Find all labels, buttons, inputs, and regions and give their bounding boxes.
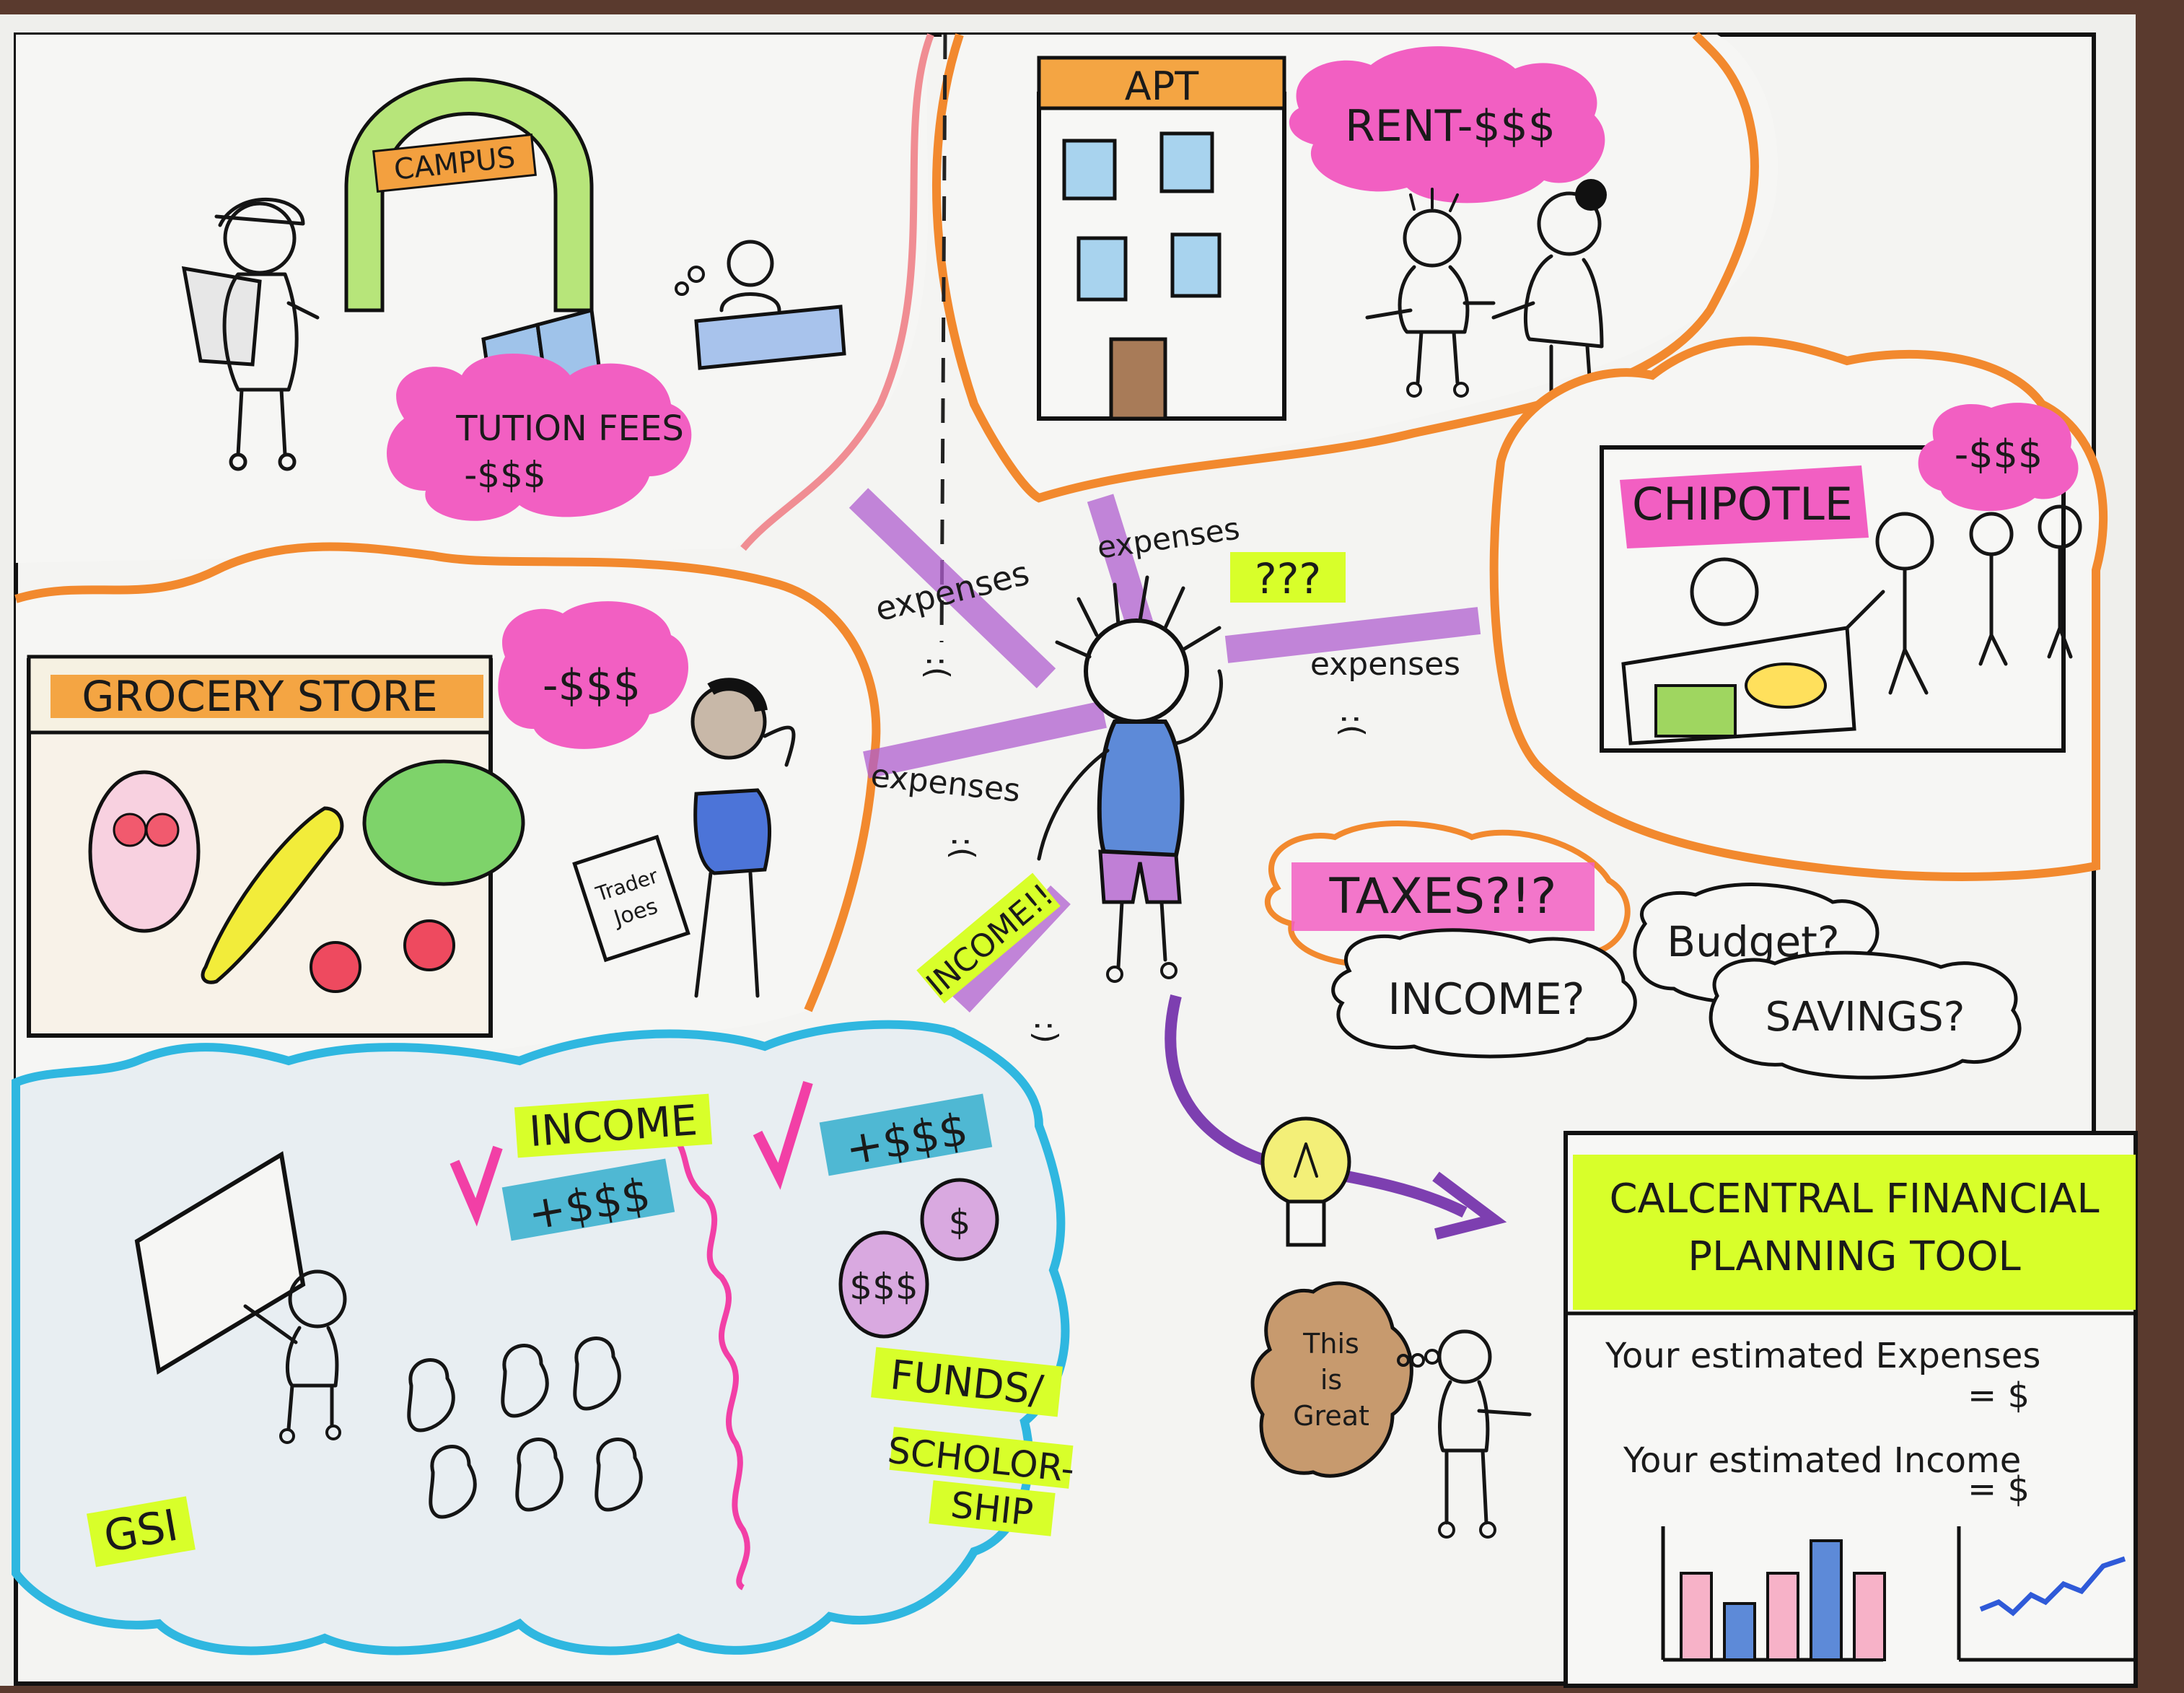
- happy-figure: [1397, 1329, 1532, 1539]
- chart-bar: [1723, 1602, 1756, 1661]
- chipotle-cost-cloud: [1918, 403, 2079, 512]
- tool-income-value: = $: [1968, 1469, 2030, 1510]
- tool-title-line1: CALCENTRAL FINANCIAL: [1609, 1176, 2099, 1222]
- gsi-label-highlight: [86, 1496, 196, 1567]
- bar-chart: [1680, 1539, 1886, 1661]
- food-plate: [1745, 662, 1827, 709]
- savings-cloud: [1709, 950, 2022, 1080]
- apt-window: [1062, 139, 1117, 201]
- savings-question: SAVINGS?: [1766, 994, 1965, 1041]
- campus-arch: [344, 77, 594, 312]
- spoke-chipotle: [1224, 607, 1481, 663]
- tool-header: [1573, 1155, 2136, 1310]
- rent-text: RENT-$$$: [1345, 101, 1556, 152]
- clerk-figure: [675, 240, 846, 370]
- chart-bar: [1680, 1572, 1713, 1661]
- chart-bar: [1853, 1572, 1886, 1661]
- scholarship-highlight-2: [929, 1480, 1056, 1536]
- food-box: [1654, 684, 1737, 738]
- divider-line: [939, 34, 947, 643]
- chart-bar: [1810, 1539, 1843, 1661]
- income-question: INCOME?: [1387, 974, 1584, 1025]
- checkmark-icon: [753, 1080, 813, 1190]
- comment-line3: Great: [1293, 1400, 1369, 1432]
- cherry: [310, 941, 361, 993]
- taxes-highlight: [1291, 862, 1595, 931]
- tool-income-label: Your estimated Income: [1623, 1440, 2021, 1481]
- grocery-cost: -$$$: [543, 660, 641, 711]
- melon: [362, 759, 525, 886]
- scholarship-line2: SHIP: [949, 1484, 1035, 1534]
- chart-bar: [1766, 1572, 1799, 1661]
- gsi-figure: [243, 1269, 347, 1444]
- confused-student: [1037, 575, 1223, 983]
- restaurant-customers: [1690, 504, 2082, 695]
- tuition-fee-line1: TUTION FEES: [455, 408, 684, 449]
- apt-sign: APT: [1125, 64, 1200, 109]
- apt-boundary: [932, 31, 1759, 503]
- frown-grocery: :(: [944, 836, 981, 859]
- money-bag-large: [838, 1230, 929, 1339]
- income-title: INCOME: [527, 1095, 699, 1156]
- whiteboard: [134, 1151, 306, 1375]
- lightbulb-icon: [1260, 1116, 1351, 1247]
- shopper-figure: Trader Joes: [572, 678, 796, 998]
- fund-amount-highlight: [819, 1093, 993, 1176]
- grocery-cost-cloud: [498, 601, 688, 749]
- checkmark-icon: [449, 1145, 503, 1227]
- gsi-label: GSI: [100, 1500, 182, 1563]
- fruit-basket: [88, 770, 201, 933]
- zigzag-divider: [669, 1131, 750, 1591]
- spoke-campus: [848, 488, 1056, 688]
- question-marks: ???: [1255, 554, 1321, 603]
- apt-door: [1109, 337, 1167, 421]
- apt-window: [1076, 236, 1128, 302]
- arrow-head: [1432, 1171, 1507, 1240]
- funds-highlight: [871, 1347, 1063, 1417]
- apt-window: [1159, 131, 1214, 193]
- campus-sign-bg: [372, 134, 537, 193]
- tool-expenses-value: = $: [1968, 1375, 2030, 1416]
- tool-title-line2: PLANNING TOOL: [1688, 1233, 2021, 1280]
- frown-campus: :(: [919, 656, 956, 679]
- chipotle-sign: CHIPOTLE: [1632, 478, 1853, 530]
- trend-line: [1979, 1556, 2126, 1617]
- tool-expenses-label: Your estimated Expenses: [1605, 1336, 2040, 1376]
- grocery-sign: GROCERY STORE: [82, 672, 437, 721]
- question-highlight: [1230, 552, 1346, 603]
- tuition-fee-cloud: [387, 354, 692, 521]
- income-smile: :): [1027, 1020, 1064, 1044]
- money-bag-small: [920, 1178, 999, 1261]
- chipotle-cost: -$$$: [1955, 432, 2043, 477]
- campus-region: [16, 35, 931, 563]
- comment-line1: This: [1302, 1328, 1359, 1360]
- frown-chipotle: :(: [1334, 714, 1371, 737]
- income-arrow-highlight: [916, 872, 1061, 1004]
- grocery-sign-bg: [51, 675, 483, 718]
- income-question-cloud: [1331, 928, 1637, 1059]
- tuition-fee-line2: -$$$: [464, 454, 545, 496]
- comment-line2: is: [1320, 1364, 1342, 1396]
- money-bag-small-text: $: [949, 1202, 971, 1243]
- chipotle-sign-bg: [1620, 465, 1869, 548]
- student-figure: [181, 198, 320, 471]
- banana: [201, 806, 344, 984]
- money-bag-large-text: $$$: [849, 1266, 918, 1308]
- campus-boundary: [740, 33, 934, 551]
- students-group: [407, 1337, 643, 1519]
- gsi-amount-highlight: [501, 1158, 675, 1241]
- spoke-grocery: [863, 701, 1107, 779]
- cherry: [403, 919, 455, 971]
- grocery-boundary: [14, 542, 881, 1012]
- scholarship-highlight-1: [889, 1427, 1074, 1489]
- apt-window: [1170, 232, 1222, 298]
- taxes-question: TAXES?!?: [1329, 868, 1557, 925]
- apt-sign-bg: [1037, 56, 1286, 110]
- income-title-highlight: [514, 1093, 713, 1158]
- expenses-label-chipotle: expenses: [1310, 646, 1460, 683]
- tenant-figures: [1365, 179, 1607, 399]
- rent-cloud: [1289, 46, 1605, 204]
- comment-cloud: [1250, 1281, 1413, 1478]
